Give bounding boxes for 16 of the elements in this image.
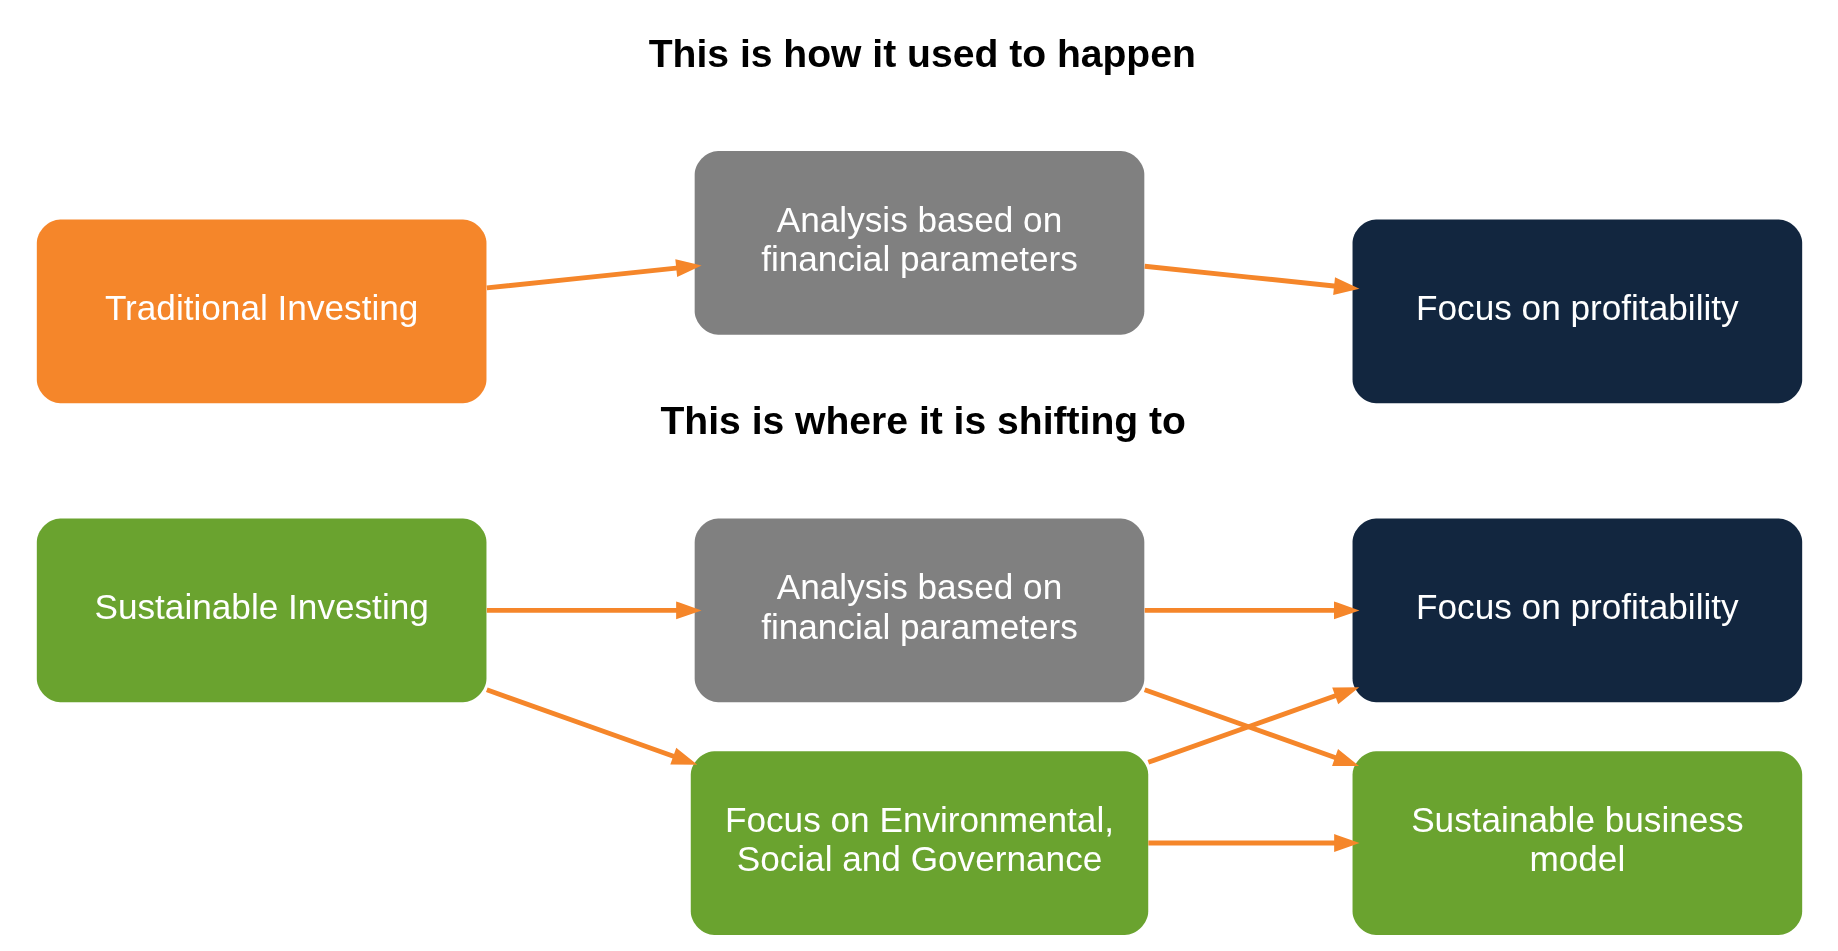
node-box: Focus on Environmental, Social and Governance [690, 751, 1148, 935]
label: This is where it is shifting to [659, 399, 1186, 443]
node-box: Focus on profitability [1352, 518, 1802, 703]
arrow [1143, 263, 1359, 295]
node-box: Sustainable business model [1352, 751, 1802, 935]
node-box: Analysis based on financial parameters [694, 518, 1144, 703]
arrow [485, 687, 697, 765]
arrow [1144, 601, 1359, 620]
node-box: Focus on profitability [1352, 219, 1802, 404]
label: This is how it used to happen [648, 31, 1196, 75]
arrow [486, 601, 702, 620]
node-box: Analysis based on financial parameters [694, 150, 1144, 335]
arrow [1147, 834, 1360, 852]
node-box: Traditional Investing [36, 219, 486, 404]
node-box: Sustainable Investing [36, 518, 486, 703]
arrow [486, 259, 702, 291]
